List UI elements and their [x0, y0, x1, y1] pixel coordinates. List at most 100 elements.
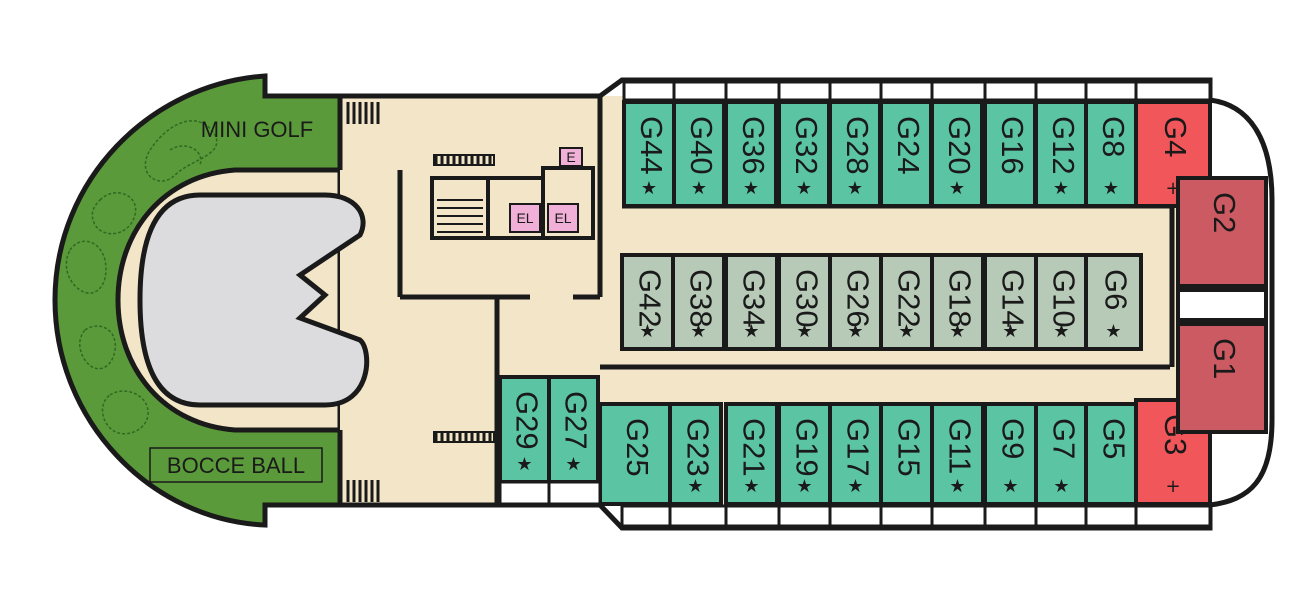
cabin-g2-box [1176, 176, 1268, 288]
cabin-g16-box [983, 100, 1037, 208]
cabin-g17-box [828, 402, 883, 506]
bocce-ball-box [149, 447, 323, 483]
cabin-g32[interactable]: G32★ [777, 100, 831, 208]
elevator-small[interactable] [559, 147, 583, 167]
cabin-g10-box [1034, 253, 1089, 351]
cabin-g25[interactable]: G25 [598, 402, 672, 506]
cabin-g21-box [724, 402, 779, 506]
cabin-g38[interactable]: G38★ [671, 253, 726, 351]
star-mark: ★ [847, 178, 863, 199]
cabin-label: G2 [1207, 192, 1242, 233]
cabin-g30-box [777, 253, 832, 351]
balcony-top [1084, 80, 1138, 102]
cabin-g44[interactable]: G44★ [622, 100, 676, 208]
cabin-g16[interactable]: G16 [983, 100, 1037, 208]
cabin-g28[interactable]: G28 ★ [828, 100, 882, 208]
cabin-g24[interactable]: G24 [879, 100, 933, 208]
star-mark: ★ [847, 476, 863, 497]
cabin-g17[interactable]: G17★ [828, 402, 883, 506]
cabin-label: G25 [620, 418, 655, 477]
balcony-top [777, 80, 832, 102]
cabin-g27[interactable]: G27★ [547, 375, 600, 484]
cabin-g9-box [983, 402, 1038, 506]
balcony-bottom [1034, 504, 1088, 528]
cabin-g38-box [671, 253, 726, 351]
cabin-g18[interactable]: G18★ [930, 253, 985, 351]
cabin-g14[interactable]: G14★ [983, 253, 1038, 351]
cabin-g11-box [930, 402, 985, 506]
railing-marks [346, 102, 495, 502]
star-mark: ★ [1103, 178, 1119, 199]
cabin-g2[interactable]: G2 [1176, 176, 1268, 288]
cabin-g7[interactable]: G7★ [1034, 402, 1089, 506]
cabins-middle-row: G42★G38★G34★G30★G26★G22★G18★G14★G10★G6★ [620, 253, 1143, 351]
cabin-g40[interactable]: G40★ [672, 100, 726, 208]
star-mark: ★ [1053, 321, 1069, 342]
balconies [498, 80, 1212, 528]
balcony-top [622, 80, 676, 102]
railing-box [433, 154, 495, 166]
cabin-label: G5 [1096, 418, 1131, 459]
cabin-g6[interactable]: G6★ [1084, 253, 1143, 351]
cabin-g5[interactable]: G5 [1084, 402, 1139, 506]
stairwell [430, 166, 595, 240]
balcony-bottom [828, 504, 883, 528]
cabin-label: G36 [736, 116, 771, 175]
elevator-1[interactable] [509, 203, 541, 233]
star-mark: ★ [796, 321, 812, 342]
balcony-bottom [724, 504, 781, 528]
balcony-bottom [1134, 504, 1212, 528]
elevator-1-label: EL [516, 210, 533, 226]
cabin-g30[interactable]: G30★ [777, 253, 832, 351]
elevator-2[interactable] [547, 203, 579, 233]
cabin-g19[interactable]: G19★ [777, 402, 832, 506]
star-mark: ★ [949, 178, 965, 199]
cabin-label: G15 [891, 418, 926, 477]
balcony-bottom [983, 504, 1038, 528]
cabin-label: G18 [942, 269, 977, 328]
cabin-label: G24 [891, 116, 926, 175]
cabin-g9[interactable]: G9★ [983, 402, 1038, 506]
cabin-label: G12 [1046, 116, 1081, 175]
star-mark: ★ [796, 178, 812, 199]
cabin-g34-box [724, 253, 779, 351]
cabin-label: G30 [789, 269, 824, 328]
cabin-g29[interactable]: G29★ [498, 375, 551, 484]
cabin-g23[interactable]: G23★ [668, 402, 723, 506]
cabin-g26[interactable]: G26★ [828, 253, 883, 351]
cabin-g25-box [598, 402, 672, 506]
star-mark: ★ [687, 476, 703, 497]
cabin-label: G16 [995, 116, 1030, 175]
cabin-g21[interactable]: G21★ [724, 402, 779, 506]
cabin-g10[interactable]: G10★ [1034, 253, 1089, 351]
cabin-g8[interactable]: G8★ [1084, 100, 1138, 208]
cabin-label: G27 [558, 391, 593, 450]
cabin-g11[interactable]: G11★ [930, 402, 985, 506]
cabin-g15-box [879, 402, 934, 506]
cabin-g20[interactable]: G20★ [930, 100, 984, 208]
cabin-g44-box [622, 100, 676, 208]
balcony-top [930, 80, 987, 102]
cabin-g36[interactable]: G36★ [724, 100, 778, 208]
cabin-g20-box [930, 100, 984, 208]
elevator-2-label: EL [554, 210, 571, 226]
cabin-label: G22 [891, 269, 926, 328]
cabin-label: G29 [509, 391, 544, 450]
cabin-g22[interactable]: G22★ [879, 253, 934, 351]
cabin-g15[interactable]: G15 [879, 402, 934, 506]
balcony-top [1134, 80, 1212, 102]
cabin-label: G17 [840, 418, 875, 477]
star-mark: ★ [690, 321, 706, 342]
balcony-top [1034, 80, 1088, 102]
cabin-label: G42 [632, 269, 667, 328]
cabin-g34[interactable]: G34★ [724, 253, 779, 351]
cabin-g12[interactable]: G12★ [1034, 100, 1088, 208]
cabin-g1[interactable]: G1 [1176, 322, 1268, 434]
cabin-g42[interactable]: G42★ [620, 253, 675, 351]
star-mark: ★ [1002, 321, 1018, 342]
bocce-ball-label: BOCCE BALL [167, 453, 305, 478]
star-mark: ★ [1053, 476, 1069, 497]
cabin-g28-box [828, 100, 882, 208]
cabin-label: G28 [840, 116, 875, 175]
